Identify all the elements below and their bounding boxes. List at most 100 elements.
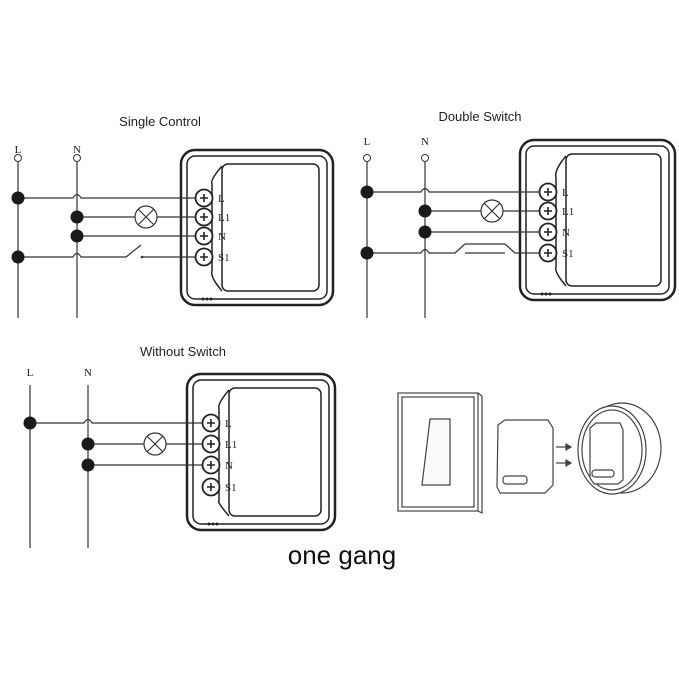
module-terminals xyxy=(502,475,528,485)
led-dot xyxy=(215,522,219,526)
diagram-title: Single Control xyxy=(119,114,201,129)
screw-cross-icon xyxy=(544,249,552,257)
terminal-N: N xyxy=(194,226,226,246)
module-face xyxy=(228,387,322,517)
terminal-block-edge xyxy=(554,155,567,287)
terminal-S1: S1 xyxy=(201,477,237,497)
junction-dot xyxy=(81,437,95,451)
diagram-title: Double Switch xyxy=(438,109,521,124)
module-face xyxy=(221,163,320,292)
terminal-label: L1 xyxy=(562,206,574,218)
module-inner-frame xyxy=(192,379,330,525)
junction-dot xyxy=(11,191,25,205)
led-dot xyxy=(207,522,211,526)
led-dot xyxy=(201,297,205,301)
wire-live xyxy=(18,193,195,199)
terminal-N: N xyxy=(201,455,233,475)
led-dot xyxy=(548,292,552,296)
terminal-S1: S1 xyxy=(538,243,574,263)
supply-label-N: N xyxy=(421,136,429,148)
smart-module xyxy=(496,419,554,494)
led-dot xyxy=(209,297,213,301)
screw-cross-icon xyxy=(207,461,215,469)
lamp-cross-icon xyxy=(147,436,163,452)
module-in-box-terminals xyxy=(591,469,615,478)
module-face xyxy=(565,153,662,287)
terminal-L1: L1 xyxy=(538,201,574,221)
module-inner-frame xyxy=(186,155,328,300)
supply-label-N: N xyxy=(84,367,92,379)
lamp-cross-icon xyxy=(138,209,154,225)
junction-dot xyxy=(11,250,25,264)
supply-label-N: N xyxy=(73,144,81,156)
junction-dot xyxy=(81,458,95,472)
junction-dot xyxy=(23,416,37,430)
arrow-2-head xyxy=(565,458,573,468)
junction-dot xyxy=(418,225,432,239)
diagram-title: Without Switch xyxy=(140,344,226,359)
terminal-label: L1 xyxy=(218,212,230,224)
terminal-L: L xyxy=(194,188,225,208)
terminal-label: L xyxy=(562,187,569,199)
screw-cross-icon xyxy=(200,213,208,221)
screw-cross-icon xyxy=(200,232,208,240)
screw-cross-icon xyxy=(544,228,552,236)
terminal-L: L xyxy=(201,413,232,433)
terminal-label: N xyxy=(225,460,233,472)
led-dot xyxy=(211,522,215,526)
wall-plate-edge xyxy=(477,392,483,514)
terminal-label: L xyxy=(225,418,232,430)
supply-terminal-icon xyxy=(14,154,22,162)
module-body xyxy=(185,372,337,532)
junction-dot xyxy=(360,246,374,260)
supply-terminal-icon xyxy=(73,154,81,162)
terminal-label: L xyxy=(218,193,225,205)
terminal-N: N xyxy=(538,222,570,242)
wire-switch-single xyxy=(18,244,142,258)
terminal-label: L1 xyxy=(225,439,237,451)
module-in-box xyxy=(589,422,624,485)
terminal-block-edge xyxy=(210,165,223,292)
supply-label-L: L xyxy=(364,136,371,148)
led-dot xyxy=(544,292,548,296)
screw-cross-icon xyxy=(200,194,208,202)
junction-dot xyxy=(70,229,84,243)
terminal-label: S1 xyxy=(225,482,237,494)
screw-cross-icon xyxy=(544,207,552,215)
module-body xyxy=(179,148,335,307)
installation-illustration xyxy=(397,392,662,514)
screw-cross-icon xyxy=(207,440,215,448)
terminal-L1: L1 xyxy=(201,434,237,454)
supply-terminal-icon xyxy=(363,154,371,162)
supply-label-L: L xyxy=(15,144,22,156)
terminal-label: S1 xyxy=(218,252,230,264)
wire-live xyxy=(367,187,539,193)
led-dot xyxy=(540,292,544,296)
supply-label-L: L xyxy=(27,367,34,379)
wire-live xyxy=(30,418,202,424)
terminal-L: L xyxy=(538,182,569,202)
module-inner-frame xyxy=(525,145,670,295)
screw-cross-icon xyxy=(544,188,552,196)
wall-box-inner xyxy=(581,409,643,491)
screw-cross-icon xyxy=(207,419,215,427)
junction-dot xyxy=(418,204,432,218)
wall-plate xyxy=(397,392,479,512)
lamp-cross-icon xyxy=(484,203,500,219)
supply-terminal-icon xyxy=(421,154,429,162)
terminal-label: S1 xyxy=(562,248,574,260)
led-dot xyxy=(205,297,209,301)
wall-plate-inner xyxy=(401,396,475,508)
caption-one-gang: one gang xyxy=(288,540,396,570)
terminal-S1: S1 xyxy=(194,247,230,267)
terminal-label: N xyxy=(218,231,226,243)
screw-cross-icon xyxy=(200,253,208,261)
rocker-switch xyxy=(421,418,451,486)
terminal-block-edge xyxy=(217,389,230,517)
module-body xyxy=(518,138,677,302)
